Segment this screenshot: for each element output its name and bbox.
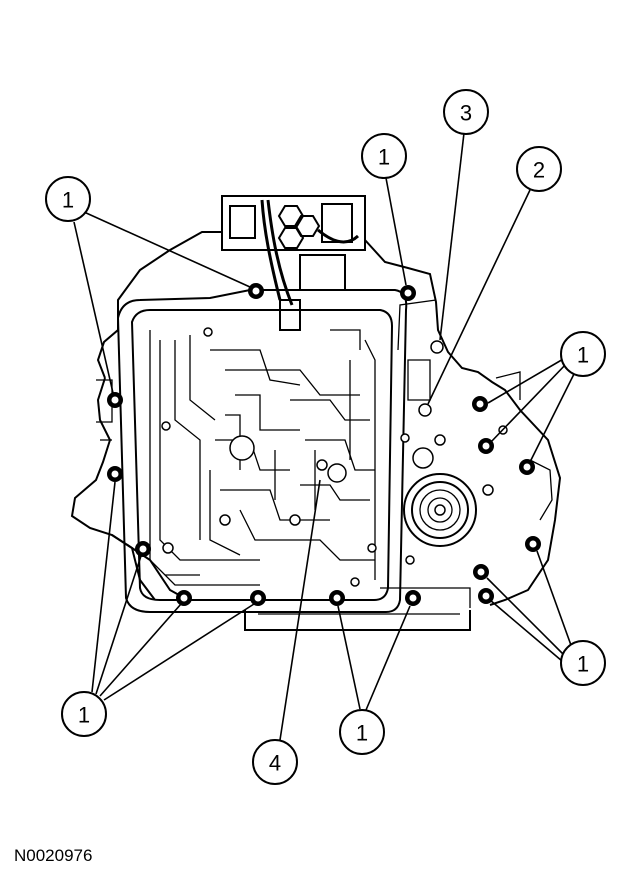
callout-2: 2 [516, 146, 562, 192]
valve-body [116, 289, 408, 613]
callout-1-top-left: 1 [45, 176, 91, 222]
bolt [107, 392, 123, 408]
oil-pump-cover [400, 340, 508, 565]
bolt [400, 285, 416, 301]
callout-label: 2 [533, 158, 545, 183]
callout-4: 4 [252, 739, 298, 785]
callout-label: 1 [62, 188, 74, 213]
callout-label: 4 [269, 751, 281, 776]
bolt [473, 564, 489, 580]
bolt [107, 466, 123, 482]
bolt [519, 459, 535, 475]
callout-3: 3 [443, 89, 489, 135]
transaxle-case [70, 231, 562, 631]
callout-label: 1 [378, 145, 390, 170]
callout-1-top-center: 1 [361, 133, 407, 179]
bolt [525, 536, 541, 552]
bolt [405, 590, 421, 606]
callout-label: 1 [356, 721, 368, 746]
callout-1-bottom-left: 1 [61, 691, 107, 737]
callout-label: 1 [577, 652, 589, 677]
callout-1-right: 1 [560, 331, 606, 377]
figure-id: N0020976 [14, 846, 93, 865]
bolts [107, 283, 541, 606]
callout-label: 1 [577, 343, 589, 368]
bolt [176, 590, 192, 606]
callout-label: 1 [78, 703, 90, 728]
bolt [329, 590, 345, 606]
bolt [250, 590, 266, 606]
leader-lines [73, 132, 576, 741]
callout-label: 3 [460, 101, 472, 126]
callout-1-bottom-right: 1 [560, 640, 606, 686]
bolt [248, 283, 264, 299]
bolt [472, 396, 488, 412]
bolt [135, 541, 151, 557]
callout-1-bottom-center: 1 [339, 709, 385, 755]
